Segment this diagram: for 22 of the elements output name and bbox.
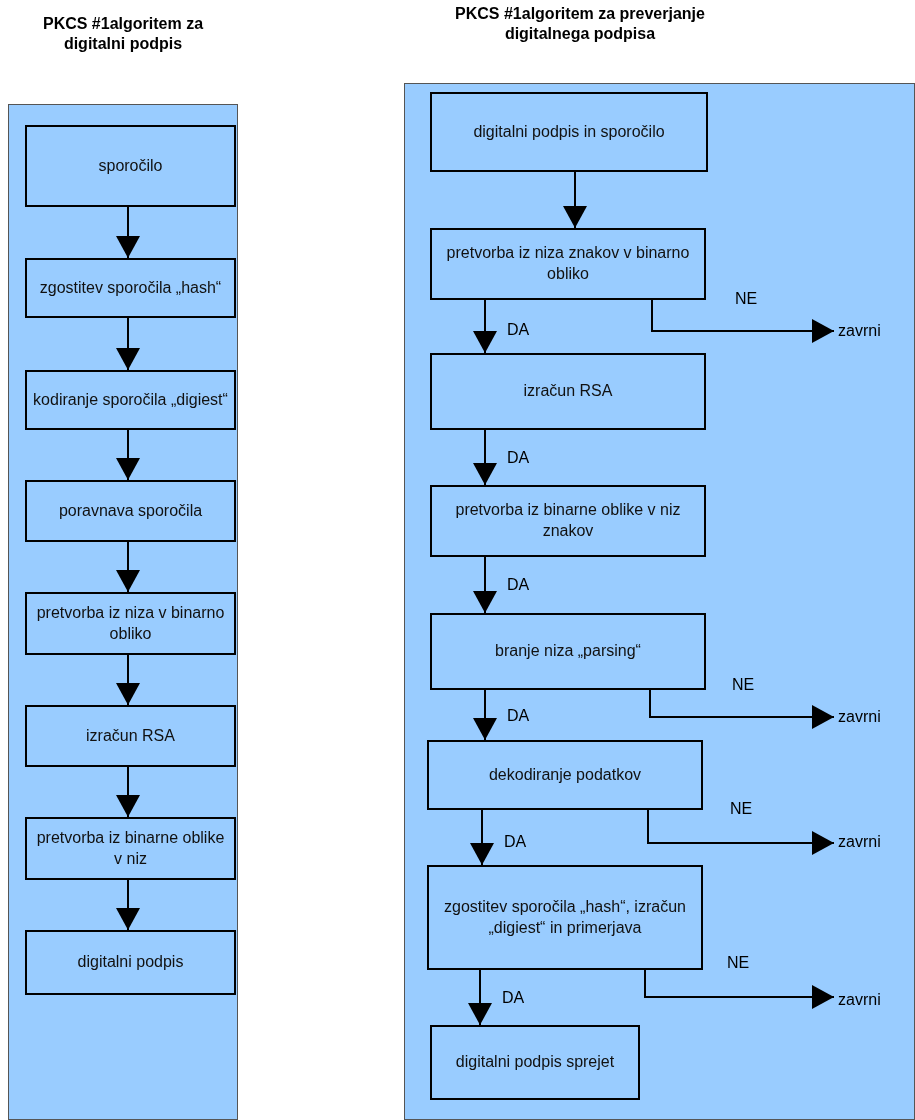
process-box: pretvorba iz binarne oblike v niz <box>25 817 236 880</box>
end-label: zavrni <box>838 707 881 727</box>
process-box: branje niza „parsing“ <box>430 613 706 690</box>
panel-heading: PKCS #1algoritem za preverjanje digitalnega podpisa <box>454 4 706 44</box>
process-box: dekodiranje podatkov <box>427 740 703 810</box>
process-box: zgostitev sporočila „hash“, izračun „digiest“ in primerjava <box>427 865 703 970</box>
process-box: izračun RSA <box>25 705 236 767</box>
process-box: sporočilo <box>25 125 236 207</box>
panel-heading: PKCS #1algoritem za digitalni podpis <box>41 14 205 54</box>
process-box: digitalni podpis in sporočilo <box>430 92 708 172</box>
end-label: zavrni <box>838 990 881 1010</box>
end-label: zavrni <box>838 321 881 341</box>
process-box: zgostitev sporočila „hash“ <box>25 258 236 318</box>
end-label: zavrni <box>838 832 881 852</box>
process-box: kodiranje sporočila „digiest“ <box>25 370 236 430</box>
process-box: poravnava sporočila <box>25 480 236 542</box>
process-box: pretvorba iz niza v binarno obliko <box>25 592 236 655</box>
process-box: digitalni podpis <box>25 930 236 995</box>
process-box: izračun RSA <box>430 353 706 430</box>
process-box: digitalni podpis sprejet <box>430 1025 640 1100</box>
process-box: pretvorba iz binarne oblike v niz znakov <box>430 485 706 557</box>
process-box: pretvorba iz niza znakov v binarno obliko <box>430 228 706 300</box>
